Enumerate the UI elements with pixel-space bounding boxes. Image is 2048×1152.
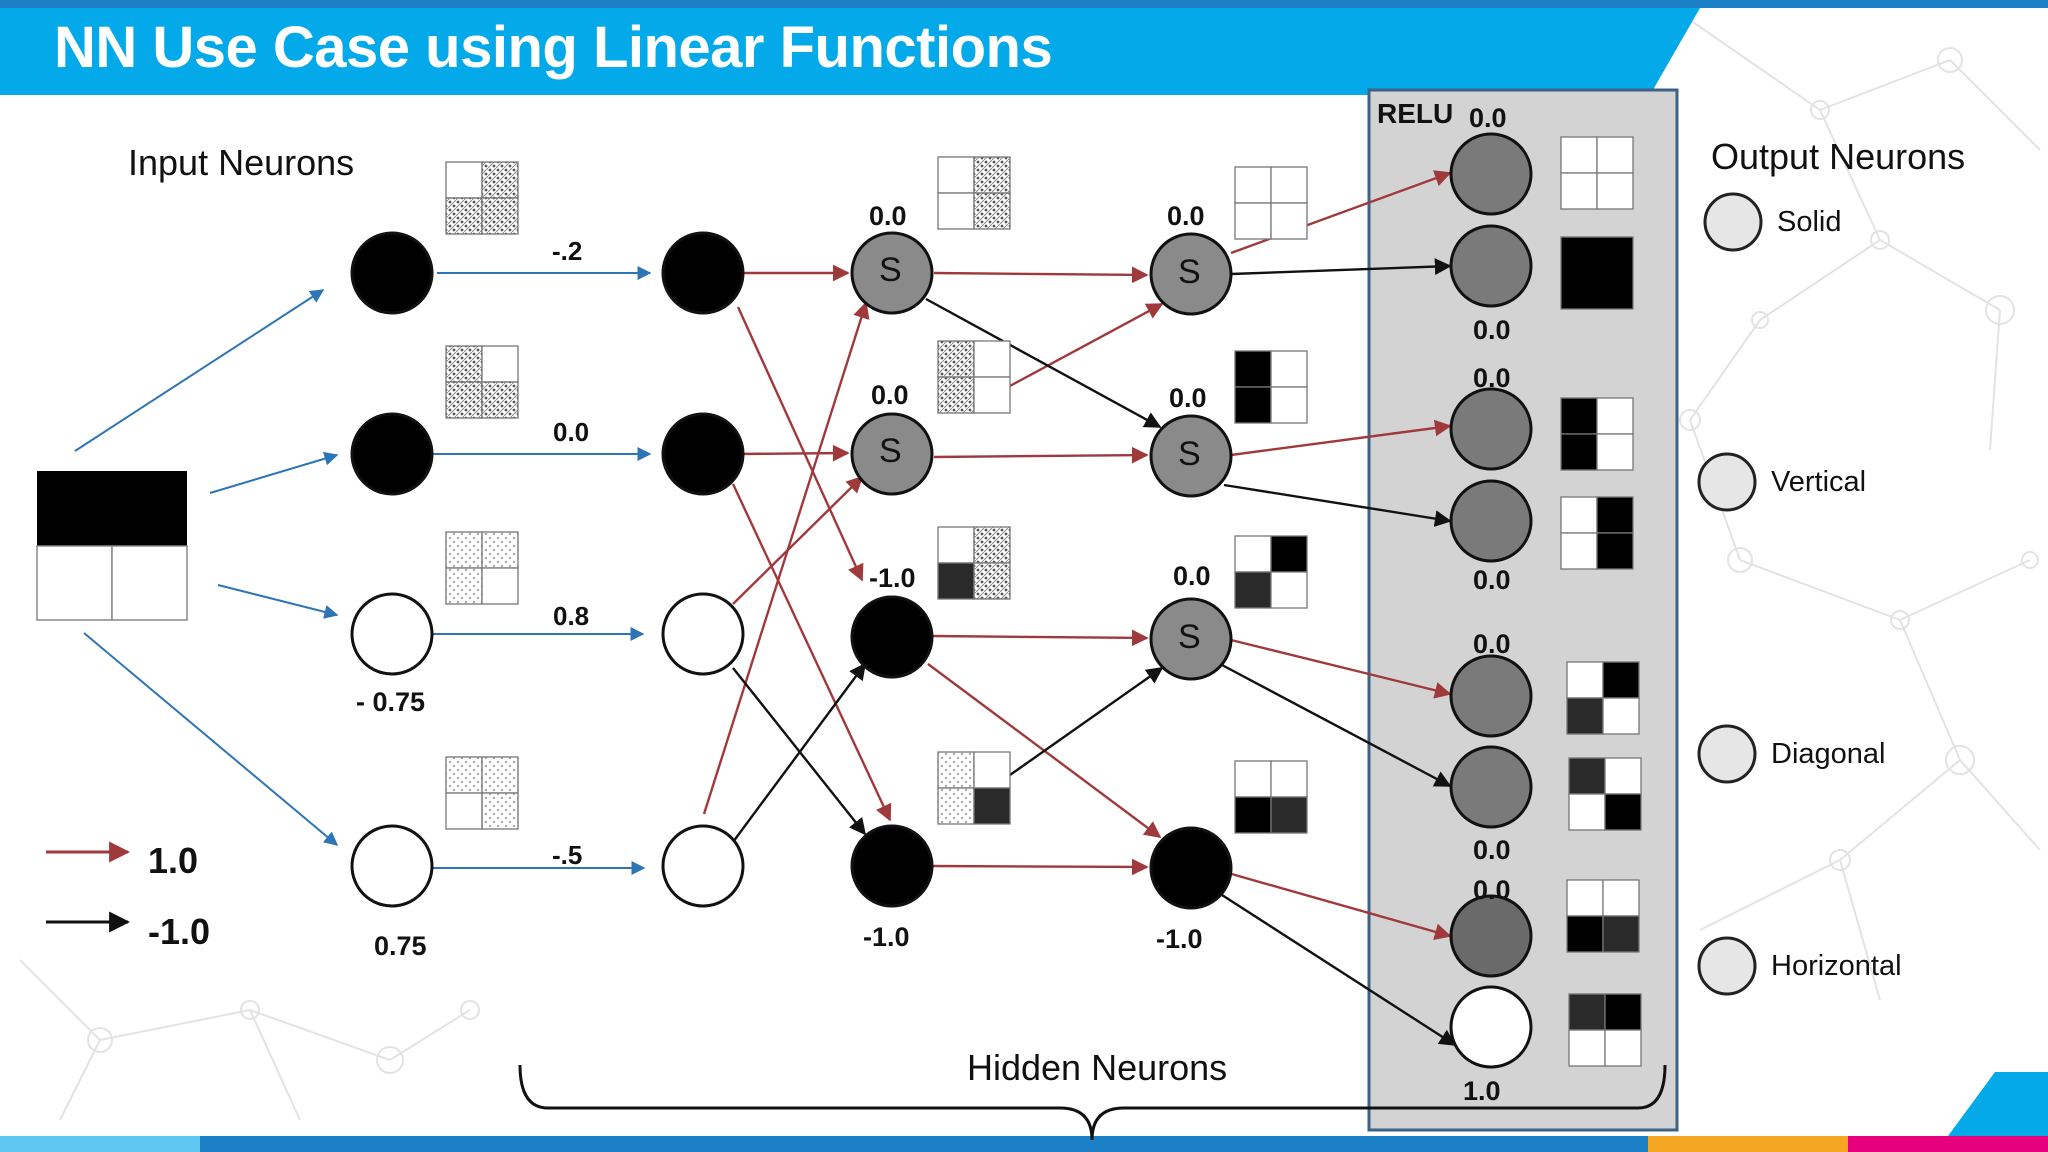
negative-connections: [732, 258, 1457, 1047]
output-label-vertical: Vertical: [1771, 466, 1867, 498]
footer-corner-accent: [1948, 1072, 2048, 1136]
input-neurons-heading: Input Neurons: [128, 142, 355, 183]
hidden3-neuron-2: [1149, 414, 1233, 498]
header-top-strip: [0, 0, 2048, 8]
hidden3-value-4: -1.0: [1156, 924, 1203, 954]
weight-label-1: -.2: [552, 236, 583, 266]
hidden1-neuron-3: [661, 592, 745, 676]
output-label-horizontal: Horizontal: [1771, 950, 1902, 982]
hidden3-value-3: 0.0: [1173, 561, 1211, 591]
hidden1-neuron-1: [661, 231, 745, 315]
footer-bar-orange: [1648, 1136, 1848, 1152]
relu-neuron-3: [1449, 387, 1533, 471]
output-neuron-horizontal: [1697, 936, 1757, 996]
relu-value-8: 1.0: [1463, 1076, 1501, 1106]
input-neuron-3: [350, 592, 434, 676]
positive-connections: [702, 170, 1452, 940]
relu-neuron-4: [1449, 479, 1533, 563]
weight-label-4: -.5: [552, 840, 583, 870]
hidden2-value-2: 0.0: [871, 380, 909, 410]
hidden-layer-1: [661, 231, 745, 908]
hidden2-neuron-3: [850, 595, 934, 679]
relu-value-6: 0.0: [1473, 835, 1511, 865]
relu-value-1: 0.0: [1469, 103, 1507, 133]
relu-value-7: 0.0: [1473, 875, 1511, 905]
hidden3-value-1: 0.0: [1167, 201, 1205, 231]
hidden2-neuron-4: [850, 824, 934, 908]
hidden3-neuron-3: [1149, 597, 1233, 681]
hidden2-value-4: -1.0: [863, 922, 910, 952]
footer-bar-pink: [1848, 1136, 2048, 1152]
output-neuron-solid: [1703, 192, 1763, 252]
output-layer: [1697, 192, 1763, 996]
legend-positive-label: 1.0: [148, 840, 199, 881]
hidden2-neuron-1: [850, 231, 934, 315]
hidden-layer-3: [1149, 232, 1233, 910]
input-neuron-2: [350, 412, 434, 496]
hidden1-neuron-4: [661, 824, 745, 908]
output-label-diagonal: Diagonal: [1771, 738, 1886, 770]
hidden-neurons-heading: Hidden Neurons: [967, 1047, 1228, 1088]
relu-value-5: 0.0: [1473, 629, 1511, 659]
relu-neuron-5: [1449, 654, 1533, 738]
output-neurons-heading: Output Neurons: [1711, 136, 1966, 177]
input-neuron-4: [350, 824, 434, 908]
header-band: [0, 0, 2048, 95]
relu-value-4: 0.0: [1473, 565, 1511, 595]
relu-neuron-8: [1449, 985, 1533, 1069]
hidden3-neuron-1: [1149, 232, 1233, 316]
input-image: [36, 471, 188, 621]
hidden-neurons-brace: [518, 1064, 1667, 1141]
slide-title: NN Use Case using Linear Functions: [54, 15, 1053, 80]
relu-neuron-6: [1449, 745, 1533, 829]
background-network-decoration: [19, 19, 2041, 1121]
relu-value-3: 0.0: [1473, 363, 1511, 393]
hidden3-symbol-2: S: [1178, 435, 1201, 473]
hidden2-symbol-1: S: [879, 251, 902, 289]
hidden3-symbol-3: S: [1178, 618, 1201, 656]
output-neuron-vertical: [1697, 452, 1757, 512]
hidden3-neuron-4: [1149, 826, 1233, 910]
input-arrows: [74, 266, 652, 875]
weight-label-2: 0.0: [553, 417, 590, 447]
pattern-thumbnails: [445, 136, 1642, 1067]
output-neuron-diagonal: [1697, 724, 1757, 784]
input-value-4: 0.75: [374, 931, 427, 961]
legend-negative-label: -1.0: [148, 911, 211, 952]
input-layer: [350, 231, 434, 908]
output-label-solid: Solid: [1777, 206, 1842, 238]
input-neuron-1: [350, 231, 434, 315]
relu-label: RELU: [1377, 98, 1454, 129]
hidden-layer-2: [850, 231, 934, 908]
input-value-3: - 0.75: [356, 687, 426, 717]
hidden2-neuron-2: [850, 412, 934, 496]
relu-neuron-7: [1449, 894, 1533, 978]
hidden2-value-1: 0.0: [869, 201, 907, 231]
hidden3-value-2: 0.0: [1169, 383, 1207, 413]
relu-neuron-1: [1449, 132, 1533, 216]
hidden2-value-3: -1.0: [869, 563, 916, 593]
footer-bar-light: [0, 1136, 200, 1152]
relu-value-2: 0.0: [1473, 315, 1511, 345]
footer-bar: [0, 1136, 2048, 1152]
hidden3-symbol-1: S: [1178, 253, 1201, 291]
weight-label-3: 0.8: [553, 601, 590, 631]
hidden2-symbol-2: S: [879, 432, 902, 470]
relu-neuron-2: [1449, 224, 1533, 308]
hidden1-neuron-2: [661, 412, 745, 496]
relu-layer: [1449, 132, 1533, 1069]
